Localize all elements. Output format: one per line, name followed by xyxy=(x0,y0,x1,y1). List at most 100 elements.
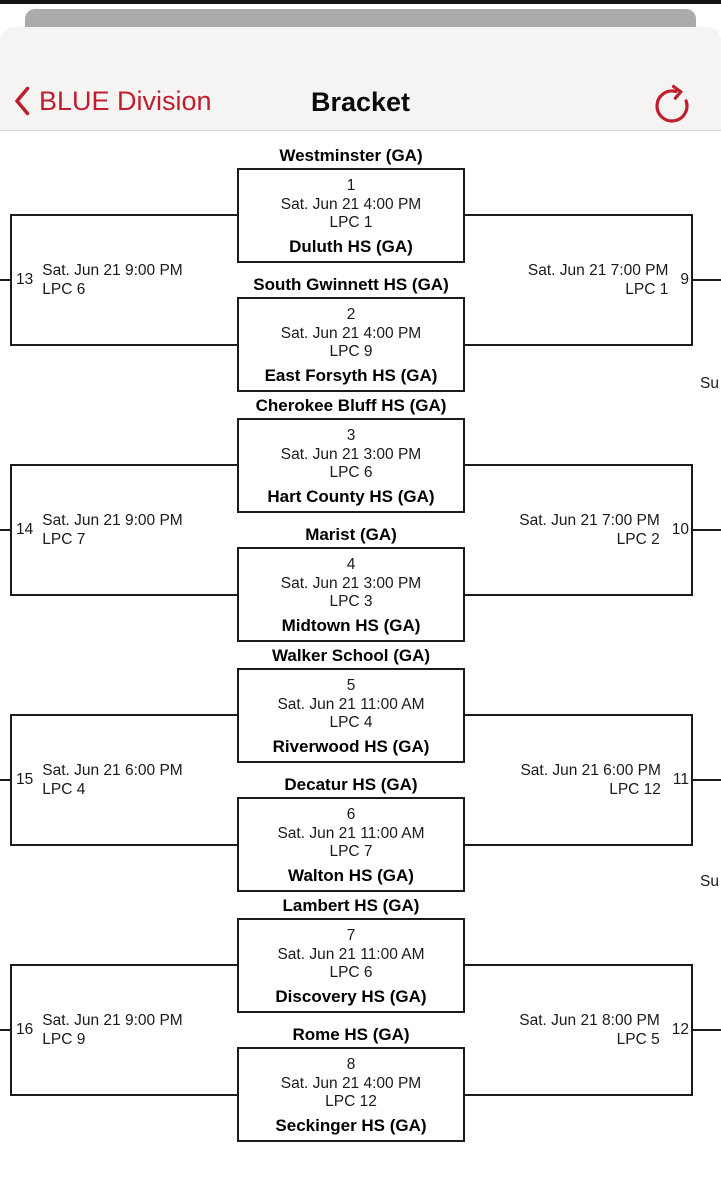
bracket-line xyxy=(10,844,237,846)
game-court: LPC 7 xyxy=(42,531,86,548)
left-game-label[interactable]: 14 Sat. Jun 21 9:00 PM LPC 7 xyxy=(16,505,183,555)
game-datetime: Sat. Jun 21 6:00 PM xyxy=(42,762,183,779)
bracket-line xyxy=(10,344,237,346)
game-datetime: Sat. Jun 21 11:00 AM xyxy=(277,945,425,963)
game-box[interactable]: 3 Sat. Jun 21 3:00 PM LPC 6 Hart County … xyxy=(237,418,465,513)
bracket-line xyxy=(10,214,237,216)
bracket-pair: Westminster (GA) 1 Sat. Jun 21 4:00 PM L… xyxy=(0,145,721,395)
bracket-line xyxy=(0,779,10,781)
game-box[interactable]: 4 Sat. Jun 21 3:00 PM LPC 3 Midtown HS (… xyxy=(237,547,465,642)
right-game-label[interactable]: Sat. Jun 21 7:00 PM LPC 2 10 xyxy=(465,505,689,555)
game-datetime: Sat. Jun 21 8:00 PM xyxy=(519,1012,660,1029)
game-info: Sat. Jun 21 7:00 PM LPC 2 xyxy=(519,511,659,549)
game-datetime: Sat. Jun 21 6:00 PM xyxy=(520,762,661,779)
team-name: Riverwood HS (GA) xyxy=(272,736,430,756)
bracket-line xyxy=(465,214,693,216)
team-name: Midtown HS (GA) xyxy=(281,615,421,635)
game-number: 12 xyxy=(671,1021,689,1038)
game-datetime: Sat. Jun 21 4:00 PM xyxy=(280,195,422,213)
bracket-line xyxy=(10,1094,237,1096)
bracket-line xyxy=(691,279,721,281)
game-number: 11 xyxy=(672,771,689,788)
team-name: Walker School (GA) xyxy=(271,646,431,665)
game-box[interactable]: 7 Sat. Jun 21 11:00 AM LPC 6 Discovery H… xyxy=(237,918,465,1013)
game-info: Sat. Jun 21 8:00 PM LPC 5 xyxy=(519,1011,659,1049)
bracket-line xyxy=(10,594,237,596)
bracket-line xyxy=(0,279,10,281)
game-datetime: Sat. Jun 21 3:00 PM xyxy=(280,574,422,592)
game-box[interactable]: 2 Sat. Jun 21 4:00 PM LPC 9 East Forsyth… xyxy=(237,297,465,392)
team-name: Seckinger HS (GA) xyxy=(275,1115,427,1135)
bracket-line xyxy=(691,529,721,531)
left-game-label[interactable]: 16 Sat. Jun 21 9:00 PM LPC 9 xyxy=(16,1005,183,1055)
game-number: 10 xyxy=(671,521,689,538)
bracket-line xyxy=(465,464,693,466)
game-number: 15 xyxy=(16,771,34,788)
game-court: LPC 7 xyxy=(329,843,373,860)
game-number: 7 xyxy=(346,927,356,944)
bracket-line xyxy=(465,594,693,596)
game-box[interactable]: 5 Sat. Jun 21 11:00 AM LPC 4 Riverwood H… xyxy=(237,668,465,763)
game-number: 8 xyxy=(346,1056,356,1073)
team-name: Rome HS (GA) xyxy=(292,1025,410,1044)
bracket-line xyxy=(10,964,12,1096)
game-datetime: Sat. Jun 21 9:00 PM xyxy=(42,1012,183,1029)
team-name: Lambert HS (GA) xyxy=(282,896,420,915)
game-box[interactable]: 6 Sat. Jun 21 11:00 AM LPC 7 Walton HS (… xyxy=(237,797,465,892)
game-court: LPC 1 xyxy=(625,281,669,298)
bracket-line xyxy=(465,1094,693,1096)
game-number: 9 xyxy=(680,271,689,288)
left-game-label[interactable]: 15 Sat. Jun 21 6:00 PM LPC 4 xyxy=(16,755,183,805)
game-court: LPC 9 xyxy=(329,343,373,360)
bracket-line xyxy=(0,529,10,531)
bracket-line xyxy=(10,464,12,596)
status-bar-strip xyxy=(0,0,721,4)
game-court: LPC 3 xyxy=(329,593,373,610)
game-info: Sat. Jun 21 9:00 PM LPC 9 xyxy=(42,1011,182,1049)
bracket-line xyxy=(465,844,693,846)
game-info: Sat. Jun 21 6:00 PM LPC 4 xyxy=(42,761,182,799)
bracket-line xyxy=(0,1029,10,1031)
page-title: Bracket xyxy=(310,87,411,117)
game-datetime: Sat. Jun 21 11:00 AM xyxy=(277,824,425,842)
game-datetime: Sat. Jun 21 3:00 PM xyxy=(280,445,422,463)
right-game-label[interactable]: Sat. Jun 21 8:00 PM LPC 5 12 xyxy=(465,1005,689,1055)
game-number: 6 xyxy=(346,806,356,823)
team-name: East Forsyth HS (GA) xyxy=(264,365,438,385)
game-datetime: Sat. Jun 21 7:00 PM xyxy=(527,262,669,279)
bracket-line xyxy=(465,964,693,966)
game-number: 5 xyxy=(346,677,356,694)
team-name: Cherokee Bluff HS (GA) xyxy=(255,396,447,415)
game-number: 16 xyxy=(16,1021,34,1038)
right-game-label[interactable]: Sat. Jun 21 6:00 PM LPC 12 11 xyxy=(465,755,689,805)
game-datetime: Sat. Jun 21 4:00 PM xyxy=(280,324,422,342)
bracket-line xyxy=(10,464,237,466)
refresh-button[interactable] xyxy=(650,79,694,125)
bracket-line xyxy=(10,714,237,716)
team-name: Hart County HS (GA) xyxy=(267,486,435,506)
right-game-label[interactable]: Sat. Jun 21 7:00 PM LPC 1 9 xyxy=(465,255,689,305)
game-datetime: Sat. Jun 21 9:00 PM xyxy=(42,512,183,529)
team-name: Duluth HS (GA) xyxy=(289,236,413,256)
team-name: Decatur HS (GA) xyxy=(284,775,418,794)
bracket-line xyxy=(465,344,693,346)
team-name: South Gwinnett HS (GA) xyxy=(253,275,449,294)
game-court: LPC 1 xyxy=(329,214,373,231)
game-info: Sat. Jun 21 9:00 PM LPC 6 xyxy=(42,261,182,299)
game-number: 3 xyxy=(346,427,356,444)
bracket-line xyxy=(691,1029,721,1031)
game-number: 14 xyxy=(16,521,34,538)
left-game-label[interactable]: 13 Sat. Jun 21 9:00 PM LPC 6 xyxy=(16,255,183,305)
game-datetime: Sat. Jun 21 11:00 AM xyxy=(277,695,425,713)
game-box[interactable]: 1 Sat. Jun 21 4:00 PM LPC 1 Duluth HS (G… xyxy=(237,168,465,263)
clipped-next-round-label: Su xyxy=(700,375,719,392)
back-button[interactable]: BLUE Division xyxy=(14,79,212,123)
bracket-line xyxy=(10,964,237,966)
game-court: LPC 9 xyxy=(42,1031,86,1048)
game-box[interactable]: 8 Sat. Jun 21 4:00 PM LPC 12 Seckinger H… xyxy=(237,1047,465,1142)
bracket-pair: Walker School (GA) 5 Sat. Jun 21 11:00 A… xyxy=(0,645,721,895)
team-name: Discovery HS (GA) xyxy=(275,986,427,1006)
chevron-left-icon xyxy=(14,86,30,116)
team-name: Walton HS (GA) xyxy=(288,865,414,885)
